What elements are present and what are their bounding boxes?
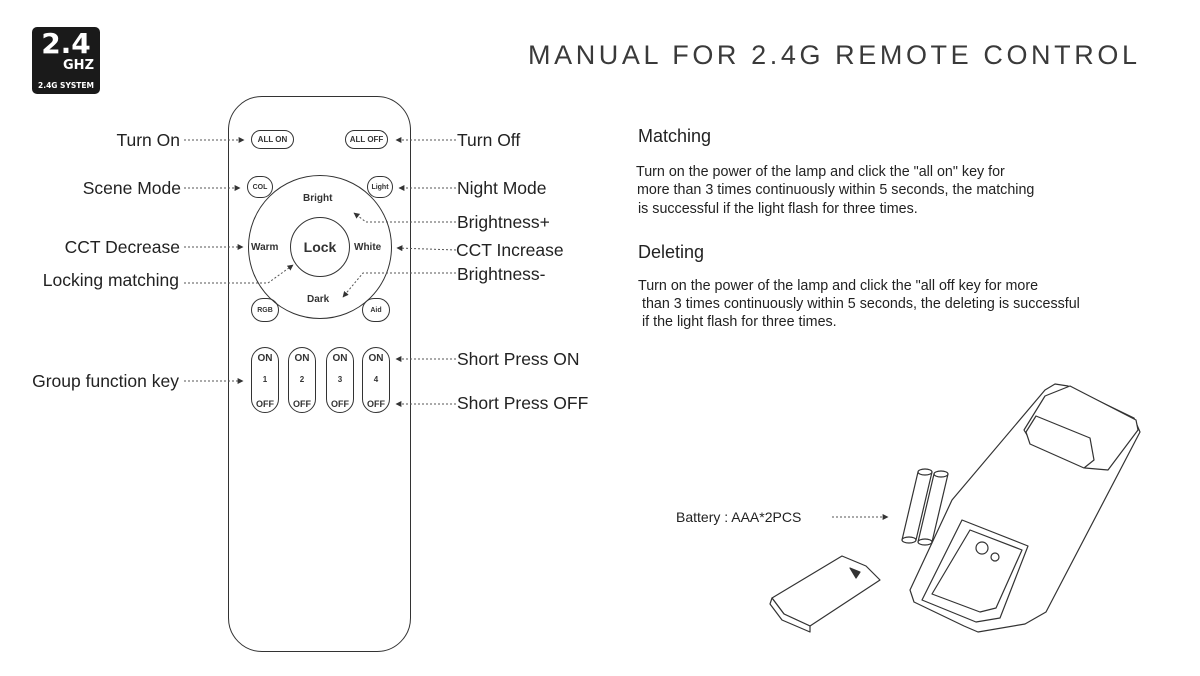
deleting-line-3: if the light flash for three times. (638, 314, 837, 330)
group-number: 2 (299, 375, 305, 384)
group-on-label: ON (368, 353, 384, 364)
group-off-label: OFF (256, 399, 274, 409)
aid-button: Aid (362, 298, 390, 322)
group-off-label: OFF (293, 399, 311, 409)
deleting-line-2: than 3 times continuously within 5 secon… (638, 296, 1080, 312)
remote-body (228, 96, 411, 652)
deleting-line-1: Turn on the power of the lamp and click … (638, 278, 1039, 294)
group-number: 3 (337, 375, 343, 384)
group-function-key-label: Group function key (32, 371, 179, 391)
brightness-plus-label: Brightness+ (457, 212, 550, 232)
battery-label: Battery : AAA*2PCS (676, 509, 802, 525)
matching-heading: Matching (638, 126, 712, 146)
turn-on-label: Turn On (116, 130, 180, 150)
group-on-label: ON (332, 353, 348, 364)
col-button: COL (247, 176, 273, 198)
brightness-minus-leader (342, 272, 456, 298)
brightness-minus-label: Brightness- (457, 264, 546, 284)
page-title: MANUAL FOR 2.4G REMOTE CONTROL (528, 40, 1141, 70)
short-press-off-label: Short Press OFF (457, 393, 589, 413)
group-3-key: ON 3 OFF (326, 347, 354, 413)
locking-matching-label: Locking matching (42, 270, 179, 290)
bright-key: Bright (303, 193, 333, 204)
group-on-label: ON (294, 353, 310, 364)
group-1-key: ON 1 OFF (251, 347, 279, 413)
short-press-on-label: Short Press ON (457, 349, 580, 369)
brightness-plus-leader (353, 212, 456, 223)
group-on-label: ON (257, 353, 273, 364)
matching-line-2: more than 3 times continuously within 5 … (637, 182, 1035, 198)
matching-line-1: Turn on the power of the lamp and click … (636, 164, 1005, 180)
lock-key: Lock (290, 217, 350, 277)
2-4ghz-badge: 2.4 GHZ 2.4G SYSTEM (32, 27, 100, 94)
dark-key: Dark (307, 294, 330, 305)
scene-mode-label: Scene Mode (82, 178, 181, 198)
warm-key: Warm (251, 242, 279, 253)
matching-line-3: is successful if the light flash for thr… (638, 201, 918, 217)
badge-frequency: 2.4 (41, 27, 91, 60)
white-key: White (354, 242, 382, 253)
group-number: 4 (373, 375, 379, 384)
turn-off-label: Turn Off (457, 130, 521, 150)
group-off-label: OFF (331, 399, 349, 409)
night-mode-label: Night Mode (457, 178, 547, 198)
cct-decrease-label: CCT Decrease (64, 237, 180, 257)
locking-matching-leader (184, 264, 294, 284)
all-off-button: ALL OFF (345, 130, 388, 149)
light-button: Light (367, 176, 393, 198)
rgb-button: RGB (251, 298, 279, 322)
cct-increase-label: CCT Increase (456, 240, 564, 260)
badge-system: 2.4G SYSTEM (38, 81, 94, 90)
all-on-button: ALL ON (251, 130, 294, 149)
group-2-key: ON 2 OFF (288, 347, 316, 413)
badge-unit: GHZ (63, 58, 94, 73)
group-off-label: OFF (367, 399, 385, 409)
control-ring (248, 175, 392, 319)
group-4-key: ON 4 OFF (362, 347, 390, 413)
deleting-heading: Deleting (638, 242, 705, 262)
cct-increase-leader (396, 245, 457, 252)
group-number: 1 (262, 375, 268, 384)
